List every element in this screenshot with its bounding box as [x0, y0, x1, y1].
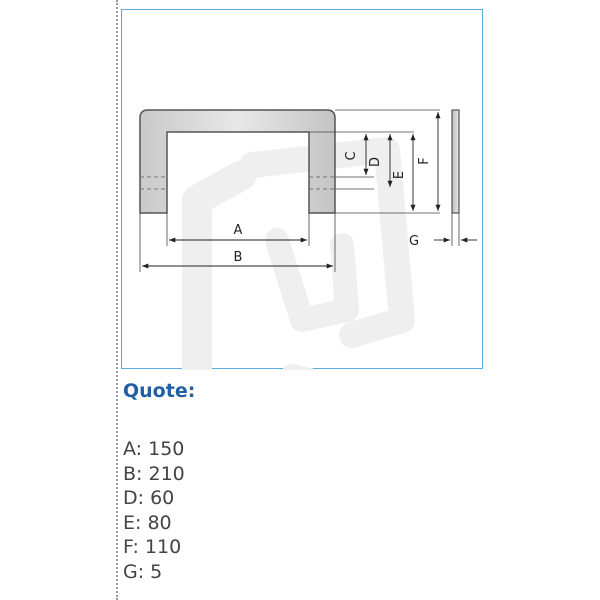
spec-row-e: E: 80 [123, 511, 185, 536]
spec-value: 110 [144, 536, 182, 558]
thread-lines [140, 176, 335, 190]
dimension-lines [142, 112, 477, 269]
spec-list: A: 150 B: 210 D: 60 E: 80 F: 110 G: 5 [123, 437, 185, 584]
spec-value: 80 [147, 511, 172, 534]
label-e: E [392, 171, 407, 179]
dimension-drawing: A B G C D E F [121, 9, 483, 370]
spec-row-f: F: 110 [123, 535, 185, 560]
spec-key: E: [123, 511, 142, 534]
spec-value: 210 [148, 462, 185, 485]
spec-row-d: D: 60 [123, 486, 185, 511]
dotted-rule [116, 0, 118, 600]
handle-body [139, 109, 336, 214]
spec-value: 150 [148, 438, 185, 460]
label-g: G [409, 234, 419, 249]
label-a: A [234, 223, 243, 238]
spec-key: G: [123, 560, 145, 583]
spec-row-b: B: 210 [123, 462, 185, 487]
spec-key: B: [123, 462, 143, 485]
spec-value: 60 [150, 487, 175, 509]
spec-key: D: [123, 487, 145, 509]
side-plate [451, 109, 460, 214]
spec-key: A: [123, 438, 143, 460]
label-d: D [368, 157, 383, 167]
label-c: C [344, 151, 359, 160]
watermark-logo [182, 137, 415, 370]
spec-row-g: G: 5 [123, 560, 185, 585]
spec-row-a: A: 150 [123, 437, 185, 462]
spec-value: 5 [150, 560, 163, 583]
spec-key: F: [123, 536, 139, 558]
label-f: F [417, 157, 432, 164]
extension-lines [139, 109, 460, 272]
label-b: B [234, 250, 243, 265]
quote-heading: Quote: [123, 380, 196, 402]
